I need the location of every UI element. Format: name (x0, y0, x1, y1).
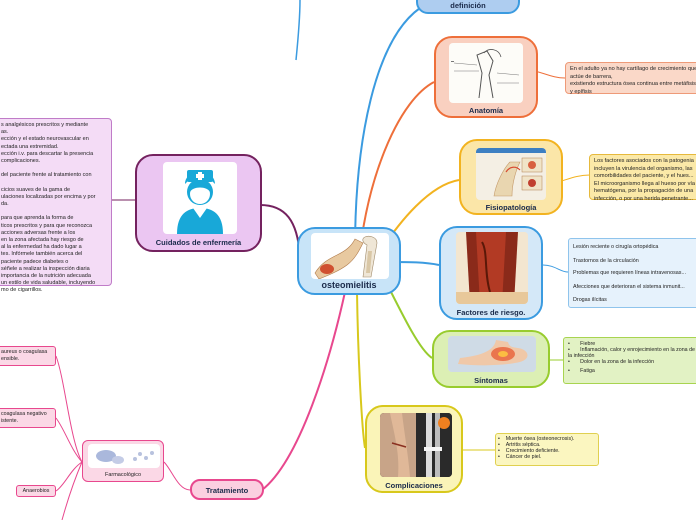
node-tratamiento[interactable]: Tratamiento (190, 479, 264, 500)
node-complicaciones-label: Complicaciones (385, 481, 443, 490)
anatomia-sketch-image (449, 43, 523, 103)
cuidados-line: as. (1, 129, 9, 136)
node-factores-label: Factores de riesgo. (456, 308, 526, 317)
tratamiento-leaf: aureus o coagulasa ensible. (0, 346, 56, 366)
cuidados-line: séñele a realizar la inspección diaria (1, 265, 90, 272)
factor-item: Drogas ilícitas (573, 297, 607, 303)
link-tratamiento (261, 291, 346, 491)
central-topic[interactable]: osteomielitis (297, 227, 401, 295)
factor-item: Afecciones que deterioran el sistema inm… (573, 284, 685, 290)
sintomas-list: • Fiebre • Inflamación, calor y enrojeci… (563, 337, 696, 384)
complicaciones-xray-image (380, 413, 452, 477)
fisiopatologia-note: Los factores asociados con la patogenia … (589, 154, 696, 202)
complicacion-item: Muerte ósea (osteonecrosis). (505, 436, 575, 442)
cuidados-line (1, 208, 109, 215)
node-sintomas[interactable]: Síntomas (432, 330, 550, 388)
cuidados-line: s analgésicos prescritos y mediante (1, 122, 89, 128)
complicacion-item: Artritis séptica. (505, 442, 541, 448)
node-tratamiento-label: Tratamiento (205, 486, 249, 495)
node-anatomia[interactable]: Anatomía (434, 36, 538, 118)
node-complicaciones[interactable]: Complicaciones (365, 405, 463, 493)
fisiopatologia-image (476, 148, 546, 200)
cuidados-line: ulaciones localizadas por encima y por (1, 193, 96, 200)
complicacion-item: Cáncer de piel. (505, 454, 542, 460)
link-top (295, 0, 301, 61)
cuidados-line (1, 165, 109, 172)
node-fisiopatologia-label: Fisiopatología (485, 203, 537, 212)
node-definicion[interactable]: definición (416, 0, 520, 14)
cuidados-line: en la zona afectada hay riesgo de (1, 237, 84, 243)
complicaciones-list: • Muerte ósea (osteonecrosis). • Artriti… (495, 433, 599, 466)
sintoma-item: Inflamación, calor y enrojecimiento en l… (568, 347, 695, 359)
pills-image (88, 444, 160, 468)
node-definicion-label: definición (450, 1, 486, 10)
factores-list: Lesión reciente o cirugía ortopédica Tra… (568, 238, 696, 308)
anatomia-note: En el adulto ya no hay cartílago de crec… (565, 62, 696, 95)
cuidados-line: acciones adversas frente a los (1, 229, 76, 236)
central-bone-image (311, 233, 389, 279)
cuidados-line: complicaciones. (1, 157, 41, 164)
cuidados-line: ectada una extremidad. (1, 143, 59, 150)
central-topic-label: osteomielitis (321, 280, 377, 290)
cuidados-line: ticos prescritos y para que reconozca (1, 222, 93, 229)
factores-skin-image (456, 232, 528, 304)
sintoma-item: Fiebre (580, 341, 596, 347)
cuidados-line: para que aprenda la forma de (1, 215, 74, 222)
node-cuidados[interactable]: Cuidados de enfermería (135, 154, 262, 252)
node-farmacologico[interactable]: Farmacológico (82, 440, 164, 482)
cuidados-line: da. (1, 201, 9, 208)
link-cuidados (259, 204, 301, 259)
cuidados-line: importancia de la nutrición adecuada (1, 272, 91, 279)
cuidados-line: un estilo de vida saludable, incluyendo (1, 280, 96, 287)
node-farmacologico-label: Farmacológico (104, 472, 142, 478)
factor-item: Trastornos de la circulación (573, 258, 639, 264)
sintomas-foot-image (448, 336, 536, 372)
cuidados-line: ección y el estado neurovascular en (1, 136, 89, 143)
node-factores[interactable]: Factores de riesgo. (439, 226, 543, 320)
complicacion-item: Crecimiento deficiente. (505, 448, 560, 454)
cuidados-line: mo de cigarrillos. (1, 287, 43, 294)
factor-item: Problemas que requieren líneas intraveno… (573, 270, 686, 276)
tratamiento-leaf: Anaerobios (16, 485, 56, 497)
node-sintomas-label: Síntomas (474, 376, 508, 385)
cuidados-line: paciente padece diabetes o (1, 258, 69, 265)
link-anatomia (359, 81, 435, 251)
cuidados-line: al la enfermedad ha dado lugar a (1, 244, 82, 251)
cuidados-line: ección i.v. para descartar la presencia (1, 150, 94, 157)
cuidados-line: cicios suaves de la gama de (1, 186, 71, 193)
cuidados-line (1, 180, 109, 187)
node-anatomia-label: Anatomía (468, 106, 504, 115)
sintoma-item: Dolor en la zona de la infección (580, 359, 655, 365)
cuidados-line: del paciente frente al tratamiento con (1, 172, 92, 179)
node-fisiopatologia[interactable]: Fisiopatología (459, 139, 563, 215)
link-definicion (354, 7, 421, 251)
tratamiento-leaf: coagulasa negativo istente. (0, 408, 56, 428)
node-cuidados-label: Cuidados de enfermería (155, 238, 242, 247)
nurse-image (163, 162, 237, 234)
sintoma-item: Fatiga (580, 368, 595, 374)
cuidados-line: tes. Infórmele también acerca del (1, 251, 83, 258)
factor-item: Lesión reciente o cirugía ortopédica (573, 244, 659, 250)
link-complicaciones (356, 291, 366, 449)
